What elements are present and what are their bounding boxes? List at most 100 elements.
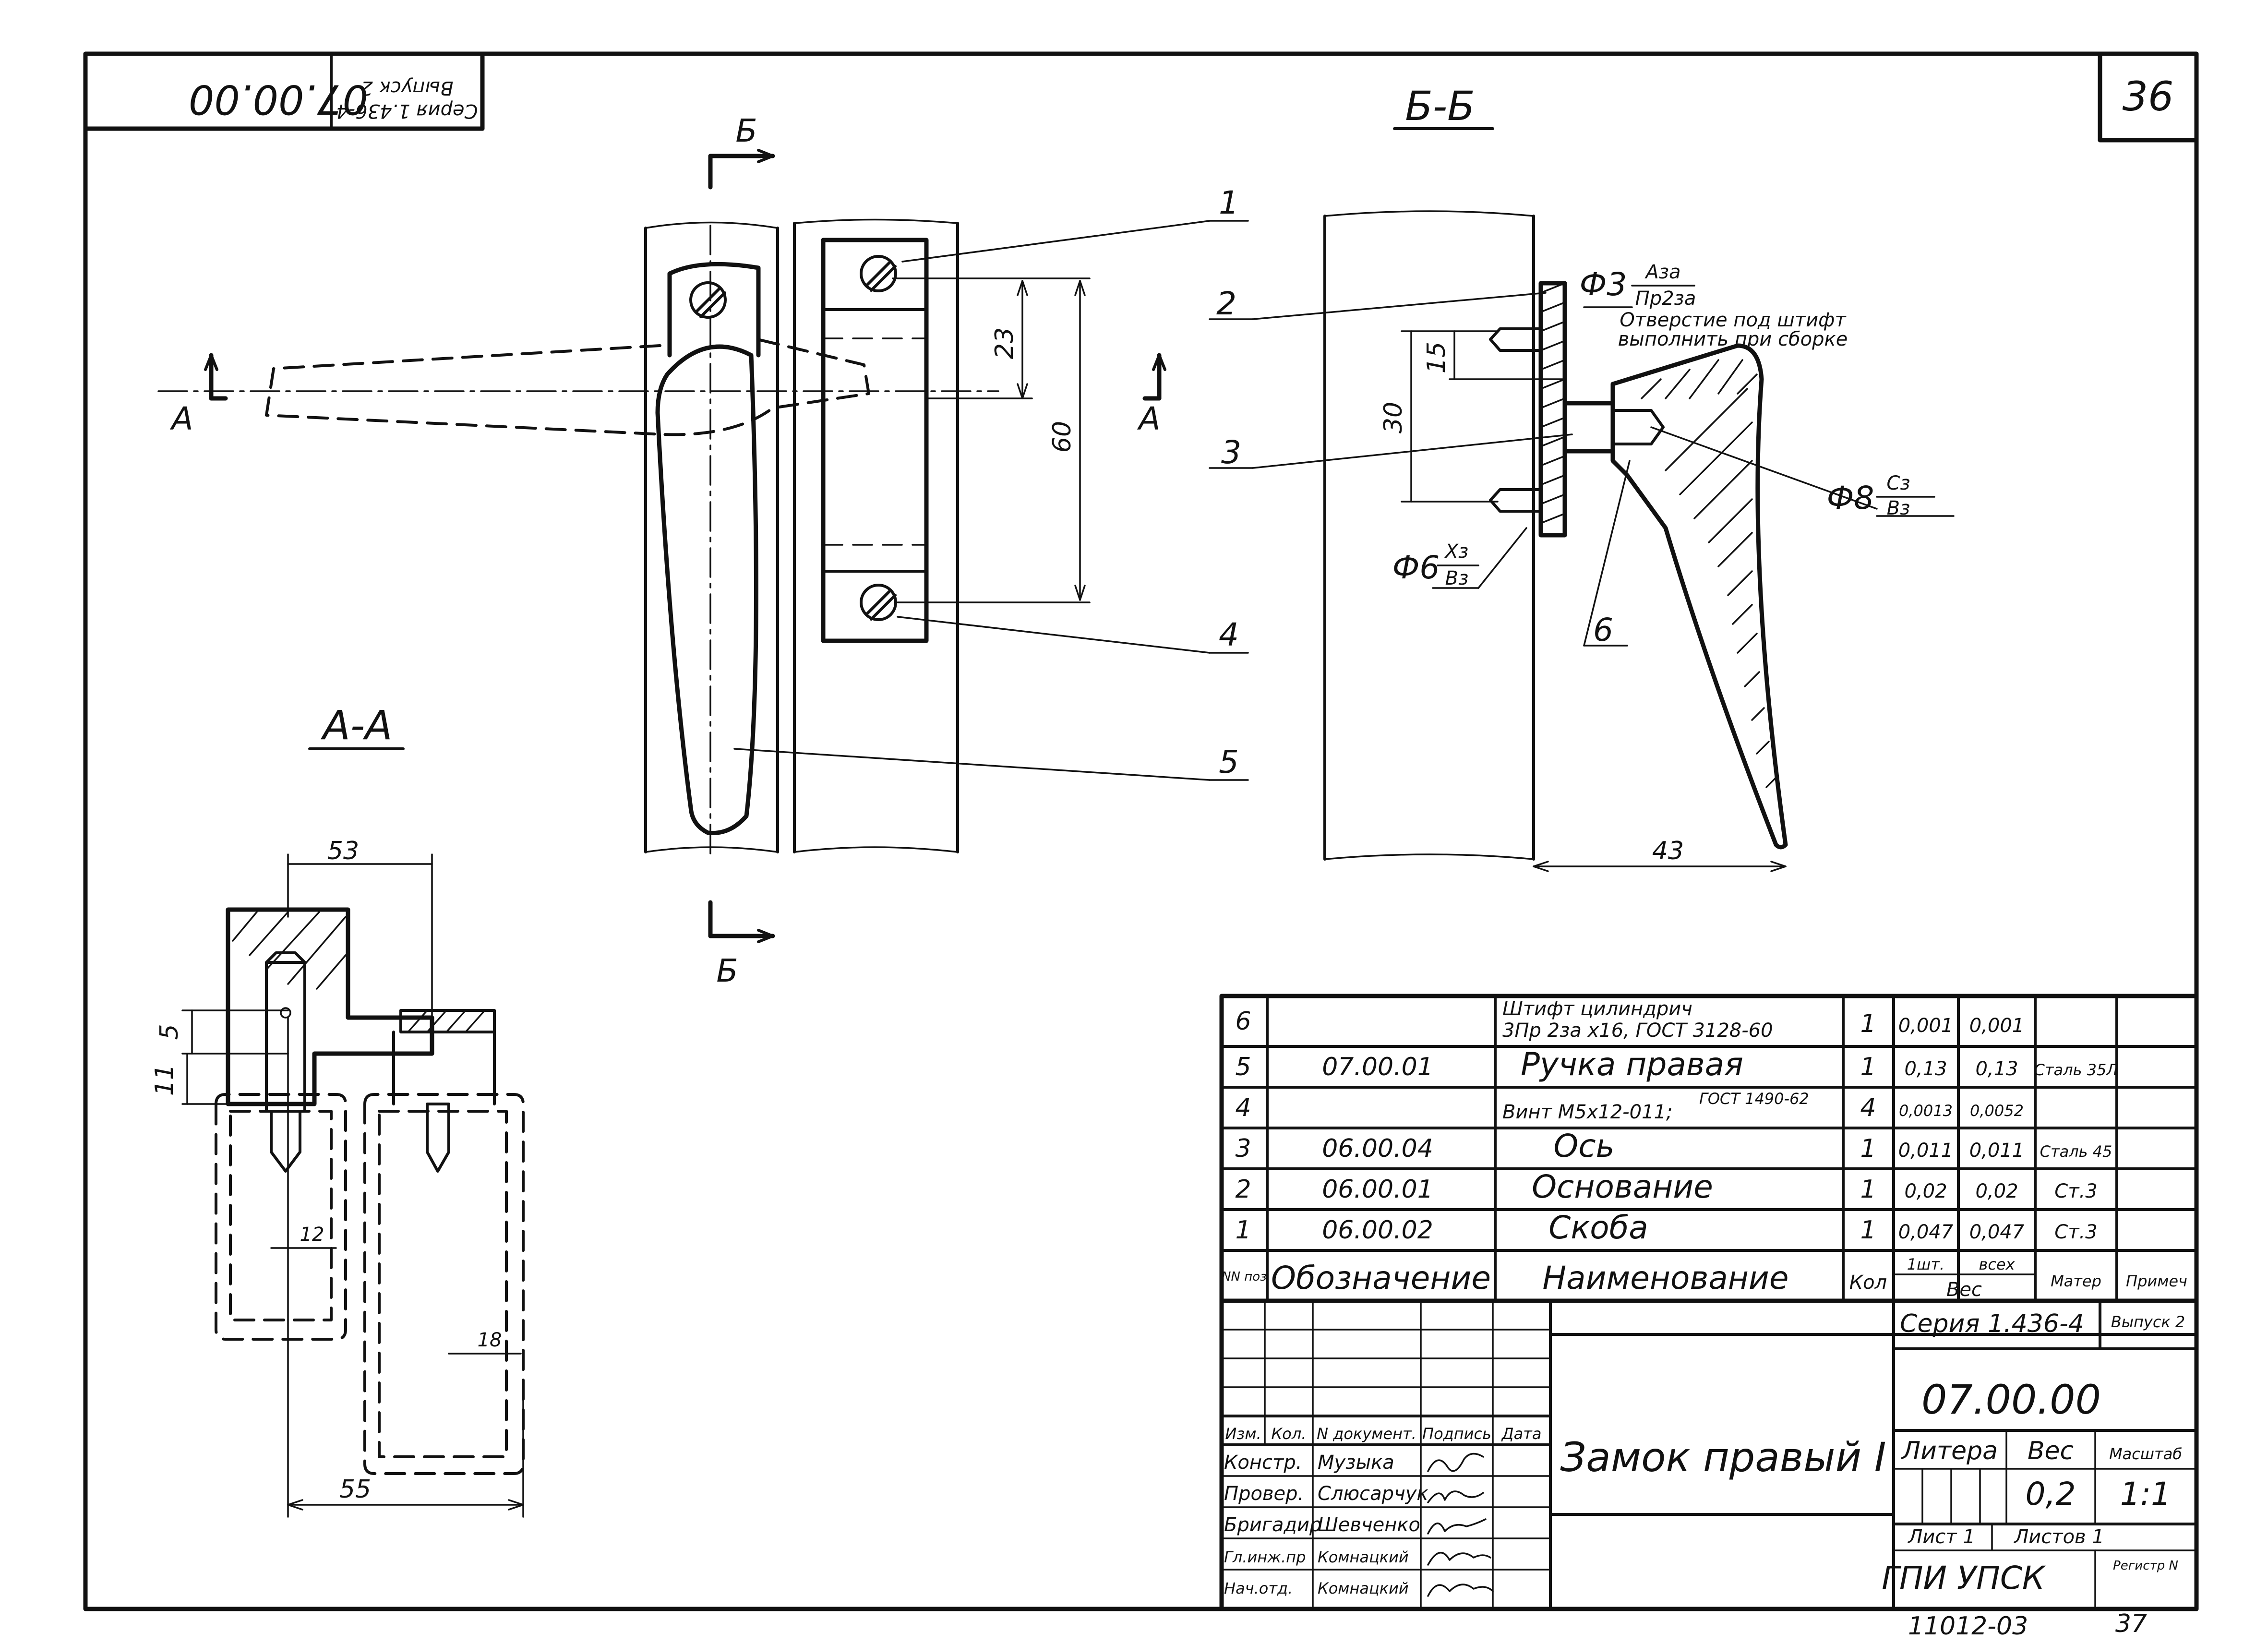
title-scale-label: Масштаб [2109, 1445, 2182, 1463]
section-bb: Б-Б 15 30 43 Ф3 Аза Пр2за [1209, 83, 1955, 872]
bom-row-6-w1: 0,001 [1898, 1015, 1954, 1037]
title-mass: 0,2 [2026, 1476, 2076, 1512]
note-line-2: выполнить при сборке [1618, 328, 1848, 350]
bom-hdr-wall: всех [1979, 1255, 2015, 1273]
title-block [1219, 1298, 2199, 1611]
fit-phi3-bottom: Пр2за [1635, 288, 1696, 310]
role-2-name: Слюсарчук [1318, 1483, 1428, 1505]
title-reg: Регистр N [2113, 1559, 2178, 1573]
bom-row-5-mat: Сталь 35Л [2034, 1061, 2118, 1079]
dim-12: 12 [300, 1224, 324, 1246]
role-1-name: Музыка [1318, 1452, 1394, 1474]
balloon-3: 3 [1221, 434, 1241, 471]
bom-row-2-name-l1: Основание [1532, 1168, 1713, 1205]
handle-right [655, 344, 758, 836]
title-scale: 1:1 [2120, 1476, 2171, 1512]
bom-row-3-wall: 0,011 [1969, 1140, 2025, 1162]
balloon-1: 1 [1219, 184, 1239, 221]
bom-row-2-wall: 0,02 [1975, 1180, 2018, 1202]
title-sheet: Лист 1 [1907, 1526, 1975, 1548]
screw-head-top [860, 255, 897, 292]
corner-stamp: 07.00.00 Серия 1.436-4 Выпуск 2 [189, 76, 478, 123]
title-hdr-doc: N документ. [1317, 1425, 1416, 1443]
bom-row-3-qty: 1 [1860, 1134, 1876, 1163]
note-line-1: Отверстие под штифт [1620, 309, 1847, 331]
bracket [821, 238, 929, 643]
dim-18: 18 [478, 1329, 502, 1351]
bom-row-1-code: 06.00.02 [1322, 1216, 1433, 1245]
role-2: Провер. [1224, 1483, 1304, 1505]
bom-row-2-code: 06.00.01 [1322, 1175, 1433, 1204]
role-1: Констр. [1224, 1452, 1302, 1474]
bom-row-3-pos: 3 [1235, 1134, 1251, 1163]
bom-row-6-qty: 1 [1860, 1009, 1876, 1038]
title-drawing-no: 07.00.00 [1921, 1376, 2101, 1423]
corner-code: 07.00.00 [189, 76, 368, 123]
title-hdr-date: Дата [1501, 1425, 1542, 1443]
sheet-number: 36 [2123, 73, 2174, 120]
section-aa: А-А 53 5 11 12 [150, 702, 525, 1518]
bom-hdr-qty: Кол [1849, 1272, 1887, 1294]
fit-phi6: Ф6 [1392, 549, 1440, 586]
bom-row-6-wall: 0,001 [1969, 1015, 2025, 1037]
fit-phi6-bottom: Вз [1445, 567, 1469, 589]
bom-row-4-name-l2: ГОСТ 1490-62 [1699, 1090, 1809, 1108]
title-org: ГПИ УПСК [1882, 1560, 2046, 1596]
dim-60: 60 [1048, 421, 1077, 453]
bom-row-2-w1: 0,02 [1904, 1180, 1947, 1202]
bom-row-4-qty: 4 [1860, 1093, 1876, 1122]
bom-row-6-pos: 6 [1235, 1007, 1251, 1036]
fit-phi8: Ф8 [1827, 480, 1874, 516]
bom-row-6-name-l2: 3Пр 2за х16, ГОСТ 3128-60 [1502, 1020, 1773, 1042]
title-hdr-kol: Кол. [1272, 1425, 1307, 1443]
front-view: 23 60 А А Б Б 1 4 5 [157, 112, 1249, 989]
bom-row-5-w1: 0,13 [1904, 1058, 1947, 1080]
dim-30: 30 [1379, 402, 1408, 433]
role-4-name: Комнацкий [1318, 1548, 1409, 1566]
bom-row-1-mat: Ст.3 [2054, 1221, 2097, 1243]
bom-hdr-w1: 1шт. [1907, 1255, 1944, 1273]
bom-row-2-pos: 2 [1235, 1175, 1251, 1204]
dim-43: 43 [1652, 837, 1684, 865]
dim-15: 15 [1422, 342, 1451, 373]
fit-phi3-top: Аза [1644, 261, 1680, 283]
dim-55: 55 [339, 1475, 371, 1504]
fit-phi8-top: Сз [1886, 472, 1910, 494]
title-hdr-sign: Подпись [1422, 1425, 1491, 1443]
bom-hdr-code: Обозначение [1271, 1260, 1491, 1296]
bom-row-3-name-l1: Ось [1553, 1128, 1614, 1164]
dim-11: 11 [150, 1064, 179, 1096]
bom-row-4-name-l1: Винт М5х12-011; [1502, 1101, 1672, 1123]
bom-row-1-name-l1: Скоба [1548, 1209, 1648, 1246]
bom-row-2-mat: Ст.3 [2054, 1180, 2097, 1202]
role-5-name: Комнацкий [1318, 1579, 1409, 1597]
role-5: Нач.отд. [1224, 1579, 1293, 1597]
bom-row-5-wall: 0,13 [1975, 1058, 2018, 1080]
balloon-6: 6 [1593, 612, 1613, 648]
sheet-frame [83, 51, 2199, 1611]
bom-hdr-weight: Вес [1946, 1279, 1982, 1301]
bom-hdr-note: Примеч [2126, 1272, 2187, 1290]
signatures [1427, 1452, 1494, 1597]
footer-code: 11012-03 [1908, 1612, 2028, 1641]
title-issue: Выпуск 2 [2111, 1313, 2185, 1331]
bom-hdr-name: Наименование [1543, 1260, 1789, 1296]
bom-row-1-wall: 0,047 [1969, 1221, 2025, 1243]
bom-table [1219, 994, 2199, 1303]
role-3: Бригадир [1224, 1514, 1321, 1536]
title-name: Замок правый I [1560, 1434, 1886, 1481]
title-hdr-izm: Изм. [1225, 1425, 1261, 1443]
bom-row-4-w1: 0,0013 [1899, 1102, 1953, 1120]
fit-phi3: Ф3 [1580, 266, 1627, 303]
title-sheets: Листов 1 [2013, 1526, 2104, 1548]
section-bb-label: Б-Б [1405, 83, 1475, 130]
screw-head-upper-left [689, 281, 727, 319]
bom-row-5-name-l1: Ручка правая [1521, 1046, 1743, 1083]
bom-hdr-pos: NN поз [1222, 1270, 1267, 1284]
cut-label-b-top: Б [735, 112, 757, 149]
fit-phi6-top: Хз [1444, 540, 1469, 563]
dim-53: 53 [327, 837, 359, 865]
balloon-2: 2 [1216, 285, 1236, 322]
bom-row-3-w1: 0,011 [1898, 1140, 1954, 1162]
